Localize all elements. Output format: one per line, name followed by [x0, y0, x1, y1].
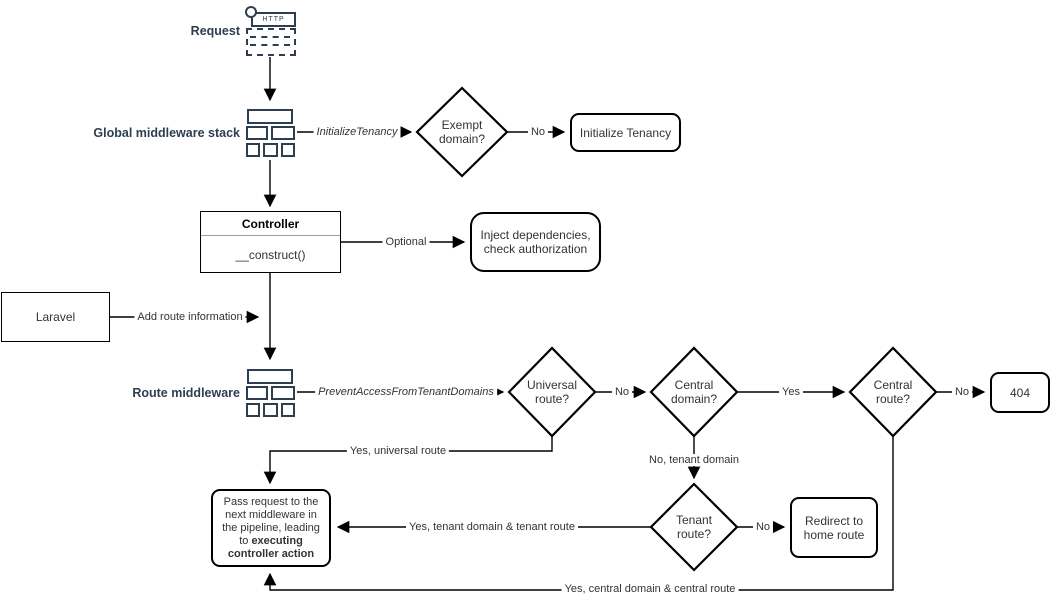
- http-label: HTTP: [262, 16, 285, 23]
- stack-rect: [271, 126, 295, 140]
- http-request-body: [246, 28, 296, 56]
- edge-label-add-route-information: Add route information: [134, 311, 246, 323]
- connector-universal-yes-to-pass: [263, 436, 553, 485]
- edge-label-central-route-no: No: [951, 386, 973, 398]
- global-middleware-label: Global middleware stack: [93, 126, 240, 140]
- edge-label-universal-no: No: [611, 386, 633, 398]
- edge-label-optional: Optional: [382, 236, 430, 248]
- controller-title: Controller: [201, 212, 340, 236]
- stack-rect: [246, 143, 260, 157]
- controller-construct: __construct(): [235, 247, 306, 262]
- http-request-header-bar: HTTP: [251, 12, 296, 27]
- http-request-circle: [245, 6, 257, 18]
- 404-box: 404: [990, 372, 1050, 413]
- central-domain-text: Central domain?: [670, 378, 718, 406]
- route-middleware-stack-icon: [246, 366, 296, 418]
- edge-label-central-yes: Yes, central domain & central route: [561, 583, 739, 595]
- diamond-central-domain: [649, 346, 739, 438]
- pass-request-text: Pass request to the next middleware in t…: [222, 495, 320, 547]
- central-route-text: Central route?: [873, 378, 913, 406]
- stack-rect: [247, 109, 293, 124]
- edge-label-prevent-access: PreventAccessFromTenantDomains: [315, 386, 497, 398]
- edge-label-tenant-route-no: No: [752, 521, 774, 533]
- http-request-body-line: [250, 44, 290, 46]
- pass-request-box: Pass request to the next middleware in t…: [211, 489, 331, 567]
- tenant-route-text: Tenant route?: [675, 513, 713, 541]
- laravel-box: Laravel: [1, 292, 110, 342]
- diamond-exempt-domain: [415, 86, 509, 178]
- stack-rect: [247, 369, 293, 384]
- pass-request-text-bold: executing controller action: [227, 534, 315, 560]
- inject-dependencies-box: Inject dependencies, check authorization: [470, 212, 601, 272]
- controller-box: Controller __construct(): [200, 211, 341, 273]
- stack-rect: [246, 386, 268, 400]
- edge-label-exempt-no: No: [527, 126, 549, 138]
- http-request-icon: HTTP: [245, 5, 297, 57]
- edge-label-central-domain-yes: Yes: [779, 386, 803, 398]
- edge-label-tenant-yes: Yes, tenant domain & tenant route: [406, 521, 578, 533]
- stack-rect: [281, 143, 295, 157]
- initialize-tenancy-box: Initialize Tenancy: [570, 113, 681, 152]
- http-request-body-line: [250, 36, 290, 38]
- diamond-universal-route: [507, 346, 597, 438]
- stack-rect: [271, 386, 295, 400]
- edge-label-universal-yes: Yes, universal route: [346, 445, 450, 457]
- stack-rect: [281, 403, 295, 417]
- universal-route-text: Universal route?: [526, 378, 577, 406]
- edge-label-initialize-tenancy: InitializeTenancy: [313, 126, 401, 138]
- stack-rect: [263, 143, 278, 157]
- redirect-home-box: Redirect to home route: [790, 497, 878, 558]
- route-middleware-label: Route middleware: [132, 386, 240, 400]
- exempt-domain-text: Exempt domain?: [438, 118, 486, 146]
- stack-rect: [246, 126, 268, 140]
- edge-label-tenant-domain-no: No, tenant domain: [646, 454, 742, 466]
- diamond-tenant-route: [649, 482, 739, 572]
- stack-rect: [246, 403, 260, 417]
- global-middleware-stack-icon: [246, 106, 296, 158]
- diamond-central-route: [848, 346, 938, 438]
- request-label: Request: [190, 24, 240, 38]
- stack-rect: [263, 403, 278, 417]
